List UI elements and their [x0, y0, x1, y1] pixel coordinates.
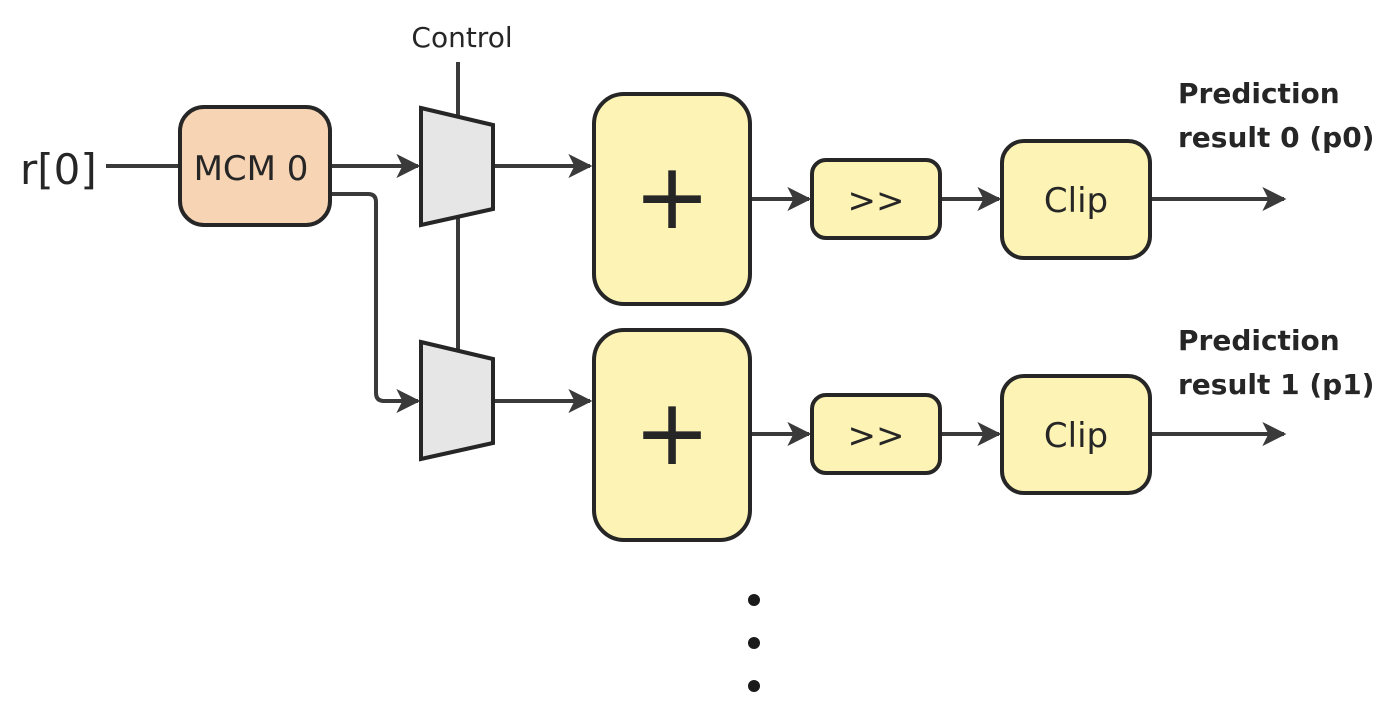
- mcm-label: MCM 0: [194, 149, 309, 189]
- continuation-ellipsis: [748, 594, 760, 692]
- mcm-block: [178, 105, 332, 227]
- clip0-label: Clip: [1044, 181, 1108, 221]
- clip1-block: [1000, 374, 1152, 495]
- ellipsis-dot: [748, 637, 760, 649]
- adder0-block: [592, 92, 752, 306]
- control-label: Control: [411, 21, 512, 54]
- adder0-label: +: [633, 143, 710, 250]
- mcm-to-mux1-wire: [330, 192, 421, 413]
- ellipsis-dot: [748, 680, 760, 692]
- output1-label-line2: result 1 (p1): [1178, 368, 1374, 401]
- output1-label-line1: Prediction: [1178, 324, 1340, 357]
- adder1-block: [592, 328, 752, 542]
- shift1-label: >>: [848, 416, 905, 456]
- output0-label-line1: Prediction: [1178, 77, 1340, 110]
- input-label: r[0]: [20, 145, 97, 194]
- adder1-label: +: [633, 379, 710, 486]
- clip0-block: [1000, 139, 1152, 260]
- output0-label-line2: result 0 (p0): [1178, 121, 1374, 154]
- ellipsis-dot: [748, 594, 760, 606]
- shift0-label: >>: [848, 181, 905, 221]
- shift1-block: [810, 393, 942, 475]
- mux0-block: [419, 105, 495, 228]
- clip1-label: Clip: [1044, 416, 1108, 456]
- mux1-block: [419, 339, 495, 462]
- shift0-block: [810, 158, 942, 240]
